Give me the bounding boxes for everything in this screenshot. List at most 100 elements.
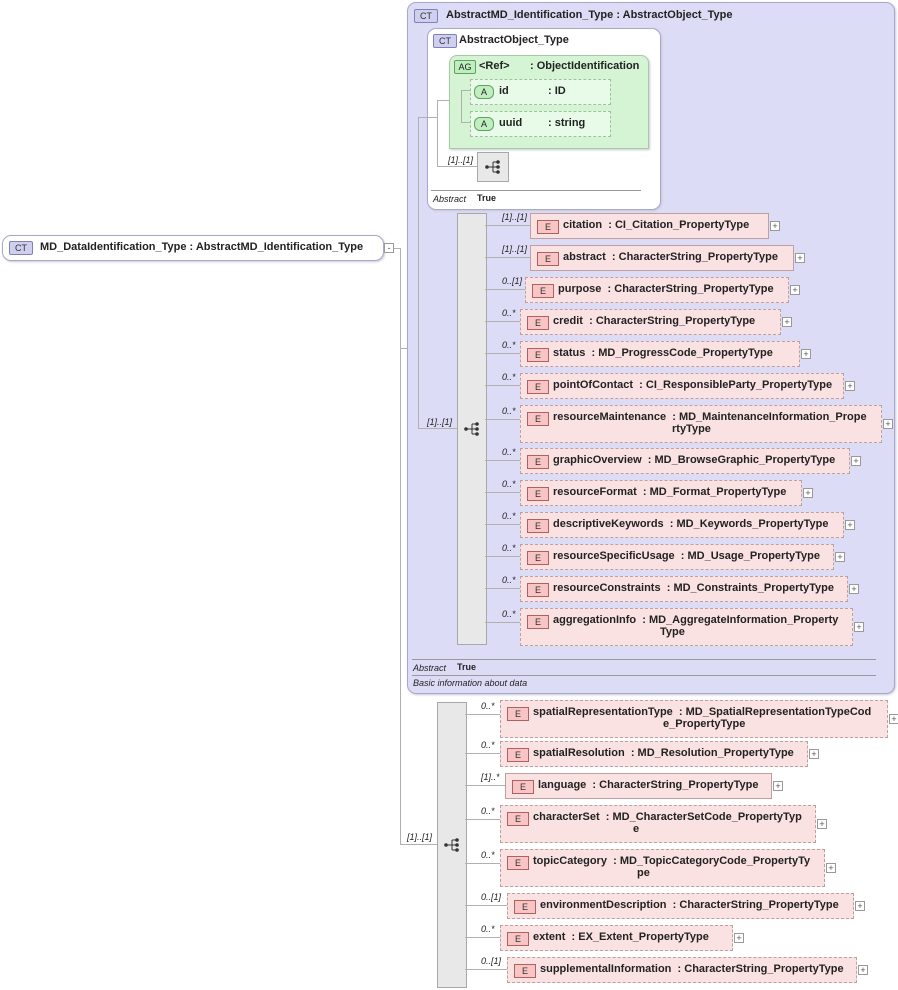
expand-icon[interactable]: + (770, 221, 780, 231)
attribute-uuid[interactable]: A uuid : string (470, 111, 611, 137)
expand-icon[interactable]: + (817, 819, 827, 829)
expand-icon[interactable]: + (734, 933, 744, 943)
element-icon: E (527, 519, 549, 533)
expand-icon[interactable]: + (845, 520, 855, 530)
connector (485, 385, 520, 386)
expand-icon[interactable]: + (855, 901, 865, 911)
divider (431, 190, 641, 191)
attribute-icon: A (474, 117, 494, 131)
expand-icon[interactable]: + (803, 488, 813, 498)
element-cardinality: 0..[1] (481, 892, 502, 902)
element-icon: E (507, 932, 529, 946)
abstract-value: True (457, 662, 477, 672)
divider (412, 675, 876, 676)
element-icon: E (507, 812, 529, 826)
attribute-icon: A (474, 85, 494, 99)
element-cardinality: 0..* (502, 447, 516, 457)
sequence-compositor[interactable] (437, 702, 467, 988)
expand-icon[interactable]: + (835, 552, 845, 562)
element-cardinality: 0..[1] (502, 276, 523, 286)
element-cardinality: 0..* (502, 479, 516, 489)
sequence-icon (464, 422, 479, 436)
sequence-cardinality: [1]..[1] (407, 832, 433, 842)
divider (412, 659, 876, 660)
root-complex-type[interactable]: CT MD_DataIdentification_Type : Abstract… (2, 235, 384, 261)
element-name: descriptiveKeywords (553, 518, 664, 530)
collapse-icon[interactable]: - (384, 243, 394, 253)
expand-icon[interactable]: + (883, 419, 893, 429)
expand-icon[interactable]: + (790, 285, 800, 295)
expand-icon[interactable]: + (889, 714, 898, 724)
expand-icon[interactable]: + (854, 622, 864, 632)
expand-icon[interactable]: + (826, 863, 836, 873)
attribute-id[interactable]: A id : ID (470, 79, 611, 105)
element-label: credit : CharacterString_PropertyType (553, 315, 755, 327)
connector (485, 225, 530, 226)
element-cardinality: 0..* (481, 701, 495, 711)
connector (418, 117, 438, 118)
element-name: resourceConstraints (553, 582, 661, 594)
connector (465, 863, 500, 864)
element-name: spatialResolution (533, 747, 625, 759)
abstract-label: Abstract (413, 663, 447, 673)
expand-icon[interactable]: + (801, 349, 811, 359)
element-icon: E (514, 964, 536, 978)
element-name: resourceSpecificUsage (553, 550, 675, 562)
sequence-compositor[interactable] (457, 213, 487, 645)
expand-icon[interactable]: + (851, 456, 861, 466)
element-type: : MD_Constraints_PropertyType (666, 582, 834, 594)
connector (400, 348, 408, 349)
expand-icon[interactable]: + (782, 317, 792, 327)
element-name: extent (533, 931, 566, 943)
connector (465, 937, 500, 938)
element-icon: E (507, 856, 529, 870)
expand-icon[interactable]: + (849, 584, 859, 594)
element-name: resourceMaintenance (553, 411, 667, 423)
connector (485, 622, 520, 623)
element-cardinality: 0..* (481, 850, 495, 860)
element-name: language (538, 779, 587, 791)
element-icon: E (532, 284, 554, 298)
object-type-label: AbstractObject_Type (459, 34, 569, 46)
element-type-wrap: Type (660, 626, 685, 638)
element-icon: E (527, 551, 549, 565)
element-type: : MD_Keywords_PropertyType (669, 518, 829, 530)
sequence-icon (444, 838, 459, 852)
connector (485, 419, 520, 420)
element-name: pointOfContact (553, 379, 634, 391)
element-name: citation (563, 219, 603, 231)
connector (465, 905, 507, 906)
expand-icon[interactable]: + (773, 781, 783, 791)
expand-icon[interactable]: + (845, 381, 855, 391)
element-type: : EX_Extent_PropertyType (571, 931, 709, 943)
element-label: spatialRepresentationType : MD_SpatialRe… (533, 706, 871, 718)
expand-icon[interactable]: + (809, 749, 819, 759)
element-icon: E (527, 348, 549, 362)
attribute-group-name: <Ref> (479, 60, 510, 72)
expand-icon[interactable]: + (858, 965, 868, 975)
element-type: : MD_CharacterSetCode_PropertyTyp (605, 811, 802, 823)
sequence-compositor[interactable] (477, 152, 509, 182)
expand-icon[interactable]: + (795, 253, 805, 263)
